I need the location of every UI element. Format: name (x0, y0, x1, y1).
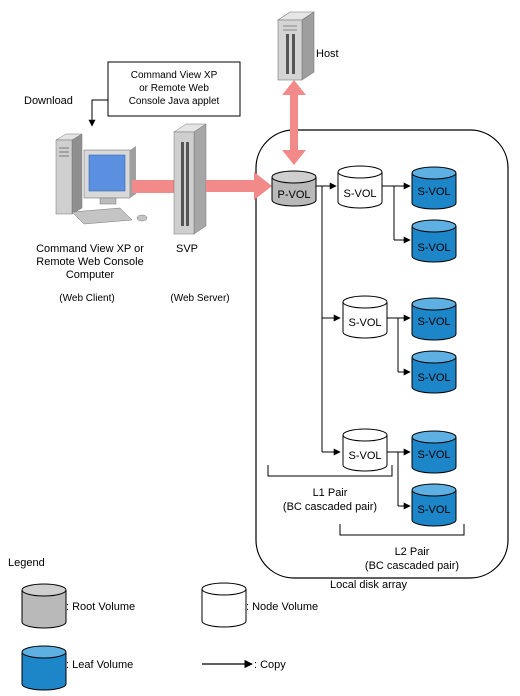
leaf-svol-2-label: S-VOL (417, 242, 450, 254)
leaf-svol-5-cylinder (411, 430, 457, 474)
client-label-line-1: Command View XP or (36, 243, 144, 255)
svp-role-label: (Web Server) (170, 293, 229, 304)
callout-line-1: Command View XP (131, 70, 218, 81)
legend-node-label: : Node Volume (246, 601, 318, 613)
l1-pair-label: L1 Pair (313, 487, 348, 499)
node-svol-1-cylinder (337, 165, 383, 209)
leaf-svol-6-cylinder (411, 483, 457, 527)
web-client-computer-icon (55, 133, 148, 225)
legend-root-label: : Root Volume (66, 601, 135, 613)
svp-server-icon (173, 123, 207, 235)
node-svol-2-label: S-VOL (348, 317, 381, 329)
svp-label: SVP (176, 243, 198, 255)
host-pvol-connection-arrow (282, 80, 306, 165)
pvol-cylinder (271, 170, 317, 207)
l2-pair-label: L2 Pair (395, 546, 430, 558)
applet-callout-box (107, 61, 241, 117)
l2-pair-sub-label: (BC cascaded pair) (365, 560, 459, 572)
download-label: Download (24, 95, 73, 107)
l2-pair-bracket (339, 524, 465, 536)
node-svol-3-label: S-VOL (348, 450, 381, 462)
download-arrow (88, 99, 108, 127)
legend-title: Legend (8, 557, 45, 569)
local-disk-array-label: Local disk array (330, 579, 408, 591)
host-label: Host (316, 48, 339, 60)
leaf-svol-6-label: S-VOL (417, 504, 450, 516)
leaf-svol-1-label: S-VOL (417, 186, 450, 198)
client-label-line-3: Computer (66, 269, 115, 281)
leaf-svol-3-cylinder (411, 297, 457, 341)
callout-line-2: or Remote Web (139, 83, 209, 94)
legend-copy-label: : Copy (254, 659, 286, 671)
host-server-icon (277, 11, 315, 81)
leaf-svol-5-label: S-VOL (417, 449, 450, 461)
client-role-label: (Web Client) (59, 293, 114, 304)
leaf-svol-4-label: S-VOL (417, 372, 450, 384)
callout-line-3: Console Java applet (129, 96, 220, 107)
leaf-svol-3-label: S-VOL (417, 316, 450, 328)
legend-leaf-label: : Leaf Volume (66, 659, 133, 671)
local-disk-array-box (255, 129, 509, 579)
leaf-svol-2-cylinder (411, 219, 457, 263)
l1-pair-bracket (267, 465, 393, 477)
client-label-line-2: Remote Web Console (36, 256, 143, 268)
client-svp-connection (132, 180, 176, 193)
legend-node-volume-icon (201, 582, 247, 628)
leaf-svol-4-cylinder (411, 350, 457, 394)
node-leaf-copy-arrows (382, 182, 411, 510)
node-svol-1-label: S-VOL (343, 188, 376, 200)
pvol-label: P-VOL (277, 189, 310, 201)
leaf-svol-1-cylinder (411, 166, 457, 210)
svp-pvol-arrow (206, 172, 272, 200)
node-svol-2-cylinder (342, 295, 388, 339)
legend-root-volume-icon (21, 583, 67, 629)
l1-pair-sub-label: (BC cascaded pair) (283, 501, 377, 513)
node-svol-3-cylinder (342, 428, 388, 472)
legend-leaf-volume-icon (21, 645, 67, 691)
